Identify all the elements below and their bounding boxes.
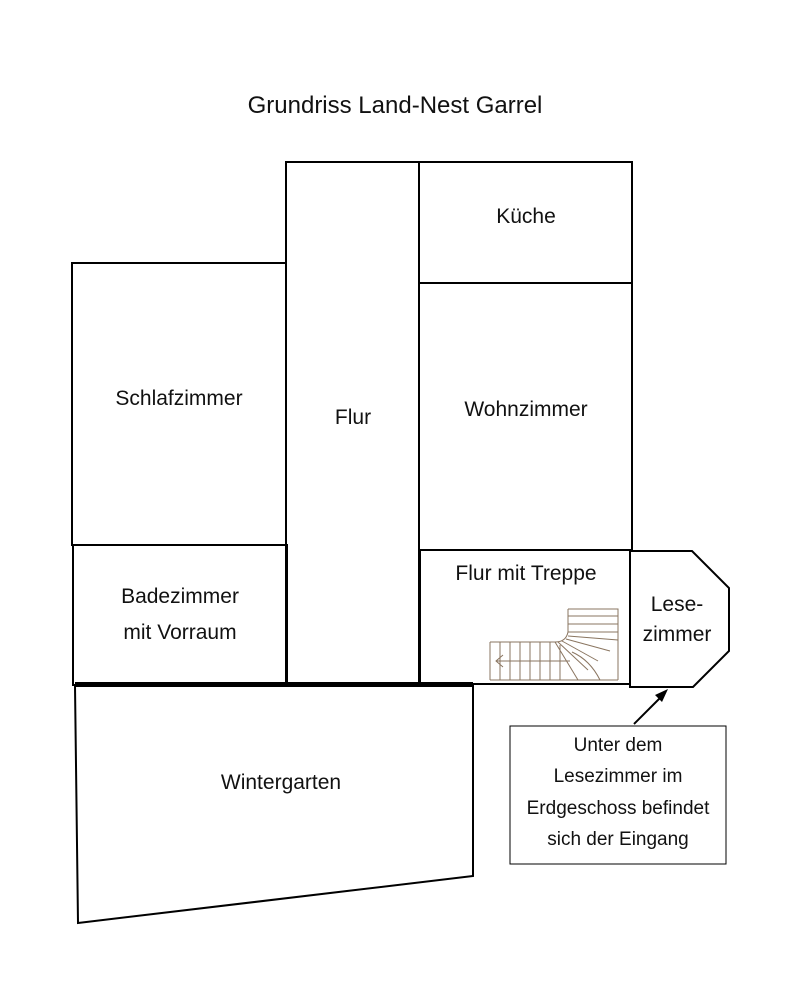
note-box	[509, 725, 727, 865]
label-schlafzimmer: Schlafzimmer	[115, 387, 242, 410]
label-wintergarten: Wintergarten	[221, 771, 341, 794]
note-line-2: Lesezimmer im	[554, 766, 683, 787]
plan-title: Grundriss Land-Nest Garrel	[248, 92, 543, 119]
note-line-4: sich der Eingang	[547, 829, 689, 850]
room-lesezimmer	[629, 550, 730, 688]
label-kueche: Küche	[496, 205, 556, 228]
label-badezimmer-line1: Badezimmer	[121, 585, 239, 608]
label-lesezimmer-line2: zimmer	[643, 623, 712, 646]
staircase	[489, 608, 619, 681]
label-flur-mit-treppe: Flur mit Treppe	[455, 562, 596, 585]
label-flur: Flur	[335, 406, 371, 429]
note-line-1: Unter dem	[574, 735, 663, 756]
label-wohnzimmer: Wohnzimmer	[464, 398, 587, 421]
label-lesezimmer-line1: Lese-	[651, 593, 704, 616]
note-line-3: Erdgeschoss befindet	[527, 798, 710, 819]
note-arrow	[633, 689, 668, 725]
room-badezimmer	[72, 544, 288, 686]
label-badezimmer-line2: mit Vorraum	[123, 621, 236, 644]
room-wintergarten	[73, 685, 474, 925]
